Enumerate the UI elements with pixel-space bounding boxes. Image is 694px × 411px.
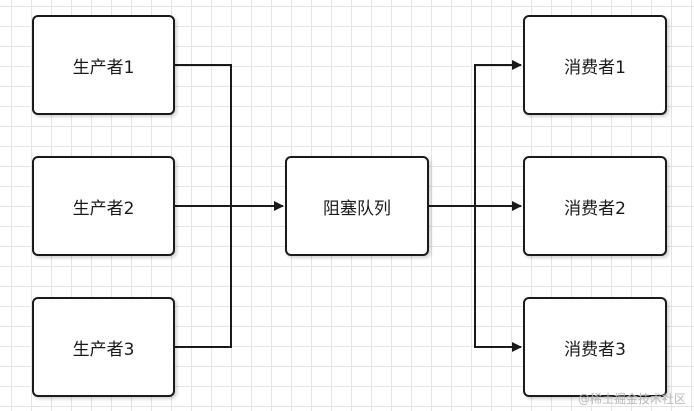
producer-label-2: 生产者2 [72, 198, 135, 219]
edge-producer-1-to-queue [175, 64, 232, 206]
consumer-label-1: 消费者1 [564, 57, 626, 78]
edge-producer-3-to-queue [175, 206, 232, 348]
producer-label-1: 生产者1 [72, 57, 135, 78]
blocking-queue-node: 阻塞队列 [285, 156, 429, 256]
consumer-node-3: 消费者3 [523, 297, 667, 397]
producer-label-3: 生产者3 [72, 339, 135, 360]
producer-node-3: 生产者3 [32, 297, 175, 397]
producer-node-2: 生产者2 [32, 156, 175, 256]
watermark-text: @稀土掘金技术社区 [577, 392, 686, 406]
edge-queue-to-consumer-3 [474, 206, 522, 352]
blocking-queue-label: 阻塞队列 [323, 198, 391, 219]
edge-queue-to-consumer-1 [474, 60, 522, 206]
producer-node-1: 生产者1 [32, 15, 175, 115]
consumer-label-2: 消费者2 [564, 198, 626, 219]
consumer-node-2: 消费者2 [523, 156, 667, 256]
consumer-label-3: 消费者3 [564, 339, 626, 360]
consumer-node-1: 消费者1 [523, 15, 667, 115]
